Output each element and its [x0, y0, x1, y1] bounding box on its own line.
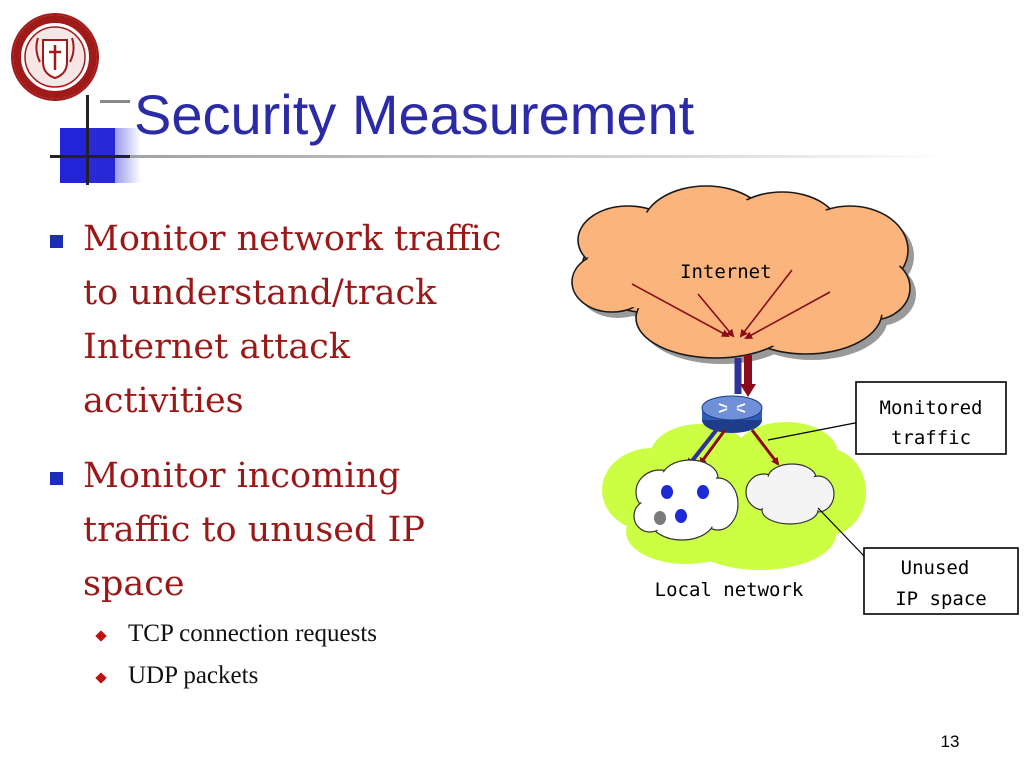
unused-ip-cloud — [745, 463, 835, 525]
bullet-1-line: to understand/track — [83, 273, 437, 313]
bullet-1-line: Internet attack — [83, 327, 350, 367]
bullet-1-line: activities — [83, 381, 244, 421]
title-decoration — [50, 95, 950, 185]
bullet-2-line: Monitor incoming — [83, 456, 401, 496]
bullet-2-line: space — [83, 564, 185, 604]
attack-arrow — [631, 283, 730, 337]
attack-arrow — [697, 293, 735, 338]
university-seal-icon — [11, 13, 99, 101]
host-dot — [661, 485, 673, 499]
monitored-traffic-arrowhead — [740, 384, 756, 397]
monitored-label-line: Monitored — [880, 397, 983, 419]
bullet-2-line: traffic to unused IP — [83, 510, 425, 550]
attack-arrow — [739, 269, 793, 338]
host-dot — [697, 485, 709, 499]
diamond-bullet-icon — [95, 630, 107, 642]
router-icon — [701, 395, 763, 433]
router-red-arrow — [698, 429, 727, 466]
unused-label-line: IP space — [895, 588, 987, 610]
internet-label: Internet — [680, 261, 772, 283]
used-subnet-cloud — [633, 459, 739, 541]
unused-callout-line — [817, 507, 865, 557]
network-diagram: Internet — [571, 185, 1019, 615]
bullet-2-text: Monitor incoming traffic to unused IP sp… — [83, 449, 425, 611]
sub-bullet-text: UDP packets — [128, 662, 259, 689]
sub-bullet-text: TCP connection requests — [128, 620, 378, 647]
host-dot — [675, 509, 687, 523]
local-network-label: Local network — [655, 579, 804, 601]
bullet-1-text: Monitor network traffic to understand/tr… — [83, 212, 501, 428]
slide-title: Security Measurement — [134, 83, 695, 146]
page-number: 13 — [940, 732, 960, 751]
monitored-label-line: traffic — [891, 427, 971, 449]
router-red-arrow — [750, 429, 780, 466]
host-dot — [654, 511, 666, 525]
bullet-1-line: Monitor network traffic — [83, 219, 502, 259]
attack-arrow — [744, 291, 831, 339]
monitored-traffic-box — [855, 381, 1007, 455]
diamond-bullet-icon — [95, 672, 107, 684]
monitored-callout-line — [767, 421, 861, 441]
square-bullet-icon — [50, 472, 63, 485]
unused-ip-box — [863, 547, 1019, 615]
attack-arrows — [631, 269, 831, 339]
square-bullet-icon — [50, 235, 63, 248]
unused-label-line: Unused — [901, 557, 970, 579]
internet-cloud — [571, 185, 916, 364]
